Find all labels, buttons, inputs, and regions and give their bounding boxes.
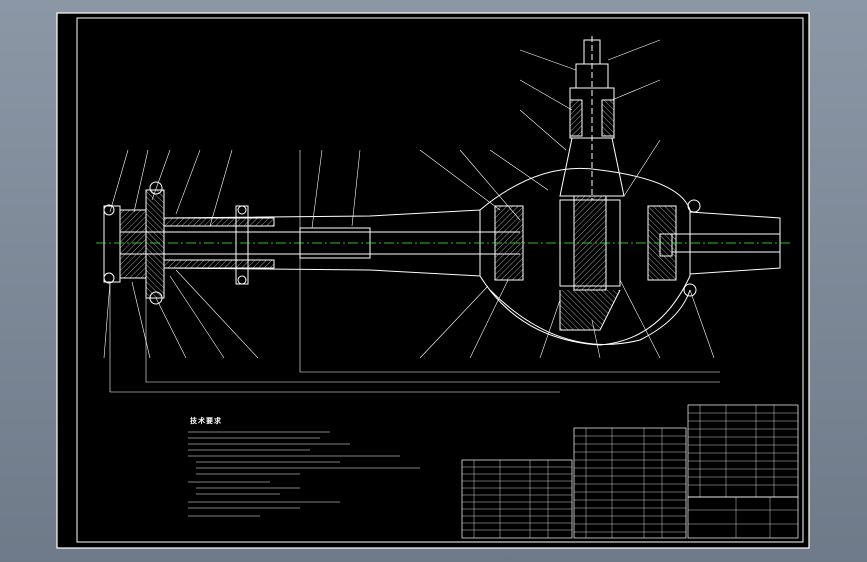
hub-stud-bottom (103, 272, 115, 284)
leader (689, 289, 715, 359)
leader (109, 149, 129, 213)
housing-wall-top (163, 217, 275, 227)
leader (169, 275, 225, 359)
flange-bolt-top (237, 205, 247, 215)
leader (489, 149, 549, 191)
leader (469, 279, 509, 359)
tech-req-lines (188, 431, 420, 517)
leader (419, 285, 489, 359)
left-bearing-housing (145, 189, 165, 299)
housing-wall-bottom (163, 259, 275, 269)
dimension-line (145, 298, 720, 383)
right-bolt-bottom (683, 283, 697, 297)
ring-gear (559, 289, 621, 331)
differential-carrier (479, 167, 691, 346)
leader (459, 149, 521, 221)
leader (133, 149, 149, 213)
carrier-lower-bowl (489, 289, 691, 345)
pinion-bearing-left (569, 99, 583, 137)
bom-table-1 (461, 459, 573, 539)
leader (131, 281, 151, 359)
tech-req-title: 技术要求 (190, 416, 222, 425)
leader (619, 279, 661, 359)
bom-grid (462, 405, 798, 538)
hub-stud-top (103, 204, 115, 216)
dimension-line (299, 150, 720, 373)
leader (591, 319, 601, 359)
leader (539, 299, 561, 359)
leader (623, 139, 661, 197)
left-hub-body (119, 209, 147, 279)
drawing-sheet-border (56, 12, 810, 549)
left-bolt-top (149, 181, 163, 195)
leader (611, 79, 661, 101)
leader (519, 109, 567, 151)
bom-table-2 (573, 427, 687, 539)
drawing-inner-frame (76, 17, 804, 543)
right-bolt-top (687, 199, 701, 213)
leader (419, 149, 501, 211)
leader (103, 281, 111, 359)
leader (519, 79, 573, 111)
leader (155, 297, 187, 359)
right-shaft-spline (659, 233, 673, 257)
technical-requirements: 技术要求 (188, 416, 420, 517)
leader (175, 149, 201, 215)
flange-bolt-bottom (237, 275, 247, 285)
leader (151, 149, 171, 201)
bill-of-materials (461, 404, 799, 539)
pinion-bearing-right (601, 99, 615, 137)
left-bolt-bottom (149, 291, 163, 305)
leader (209, 149, 233, 227)
dimension-line (109, 282, 560, 393)
title-block (687, 496, 799, 539)
leader (607, 39, 661, 61)
right-housing-tube (689, 211, 781, 275)
axle-assembly (103, 36, 781, 346)
leader (351, 149, 361, 227)
leader (519, 49, 577, 71)
leader (311, 149, 323, 229)
leader (175, 269, 259, 359)
part-leaders (103, 39, 720, 393)
